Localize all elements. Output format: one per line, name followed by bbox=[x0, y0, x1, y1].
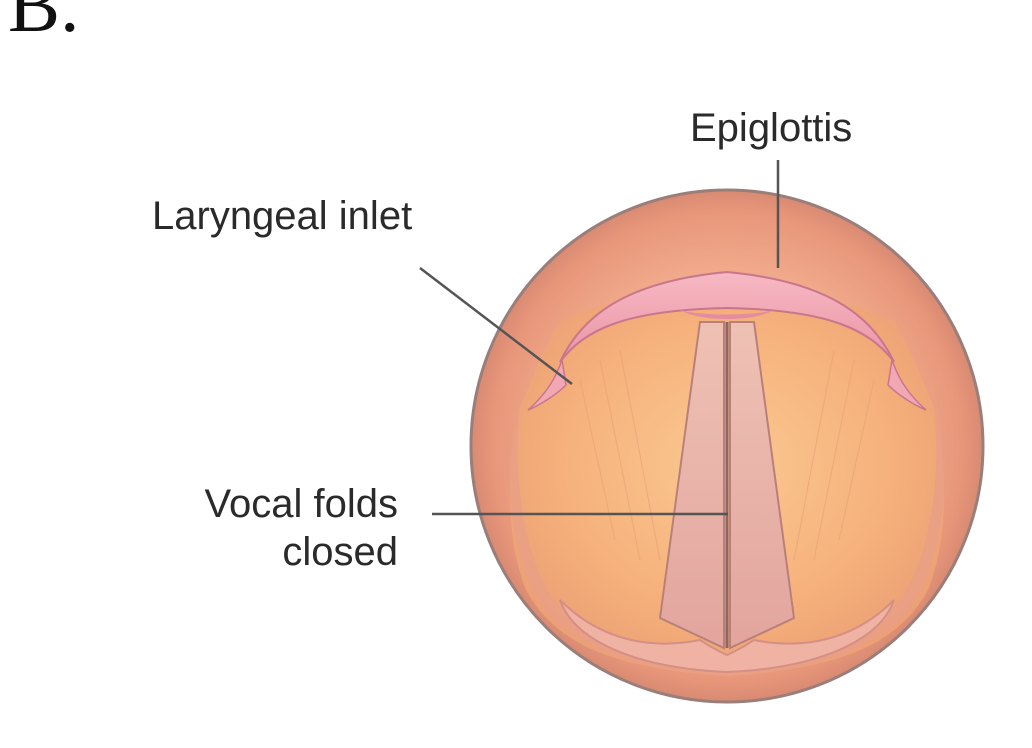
label-vocal-folds-line1: Vocal folds bbox=[204, 482, 398, 526]
label-vocal-folds: Vocal folds closed bbox=[160, 480, 398, 576]
inlet-edge-right bbox=[887, 359, 927, 411]
label-vocal-folds-line2: closed bbox=[282, 530, 398, 574]
inlet-edge-left bbox=[527, 359, 567, 411]
vocal-fold-right bbox=[729, 321, 796, 650]
panel-letter: B. bbox=[8, 0, 80, 48]
epiglottis-tubercle bbox=[680, 310, 774, 319]
aryepiglottic-folds bbox=[559, 599, 895, 674]
leader-line-laryngeal-inlet bbox=[419, 267, 573, 385]
epiglottis-structure bbox=[559, 270, 895, 363]
cavity-striations bbox=[579, 349, 875, 561]
label-laryngeal-inlet: Laryngeal inlet bbox=[152, 194, 413, 238]
label-epiglottis: Epiglottis bbox=[690, 106, 853, 150]
vocal-fold-left bbox=[658, 321, 725, 650]
